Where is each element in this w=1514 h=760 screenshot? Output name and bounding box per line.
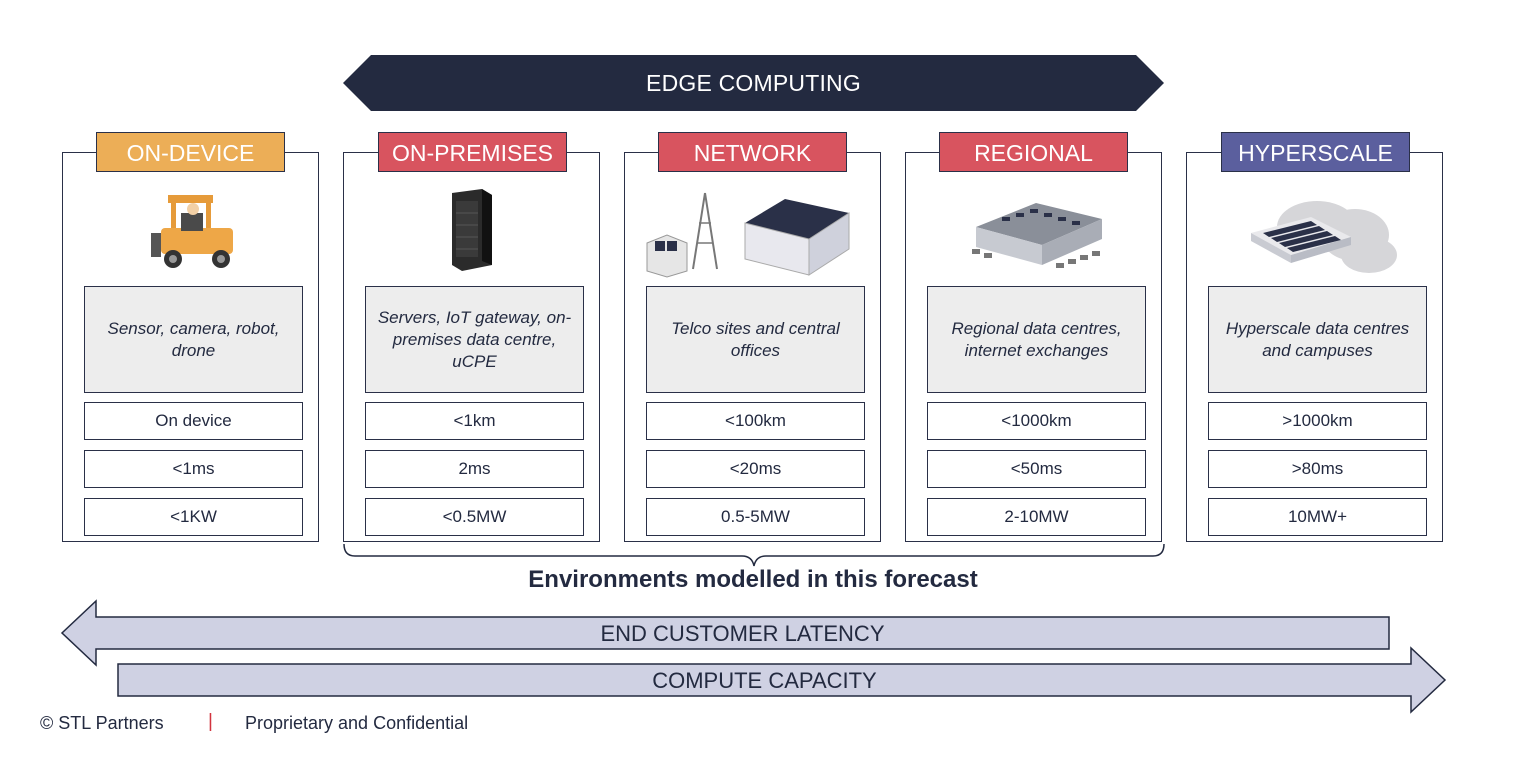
power-cell: <1KW (84, 498, 303, 536)
column-on-premises: Servers, IoT gateway, on-premises data c… (343, 152, 600, 542)
power-cell: 0.5-5MW (646, 498, 865, 536)
distance-cell: >1000km (1208, 402, 1427, 440)
tag-on-device: ON-DEVICE (96, 132, 285, 172)
column-regional: Regional data centres, internet exchange… (905, 152, 1162, 542)
forecast-bracket (343, 543, 1165, 567)
latency-cell: <50ms (927, 450, 1146, 488)
tag-on-premises: ON-PREMISES (378, 132, 567, 172)
tag-network: NETWORK (658, 132, 847, 172)
tag-hyperscale: HYPERSCALE (1221, 132, 1410, 172)
footer-separator: | (208, 711, 213, 732)
edge-computing-banner (343, 55, 1164, 111)
power-cell: 2-10MW (927, 498, 1146, 536)
regional-datacentre-icon (972, 203, 1102, 268)
distance-cell: <1km (365, 402, 584, 440)
banner-title: EDGE COMPUTING (646, 70, 861, 96)
description-box: Servers, IoT gateway, on-premises data c… (365, 286, 584, 393)
description-box: Telco sites and central offices (646, 286, 865, 393)
distance-cell: <100km (646, 402, 865, 440)
hyperscale-cloud-icon (1251, 201, 1397, 273)
description-box: Hyperscale data centres and campuses (1208, 286, 1427, 393)
power-cell: <0.5MW (365, 498, 584, 536)
forklift-robot-icon (151, 195, 233, 268)
column-hyperscale: Hyperscale data centres and campuses >10… (1186, 152, 1443, 542)
latency-capacity-arrows (60, 599, 1447, 714)
distance-cell: On device (84, 402, 303, 440)
latency-cell: >80ms (1208, 450, 1427, 488)
footer-confidential: Proprietary and Confidential (245, 713, 469, 733)
power-cell: 10MW+ (1208, 498, 1427, 536)
description-box: Regional data centres, internet exchange… (927, 286, 1146, 393)
telco-tower-icon (646, 192, 850, 278)
latency-arrow-label: END CUSTOMER LATENCY (600, 621, 885, 646)
description-box: Sensor, camera, robot, drone (84, 286, 303, 393)
column-on-device: Sensor, camera, robot, drone On device <… (62, 152, 319, 542)
footer-copyright: © STL Partners (40, 713, 164, 733)
tag-regional: REGIONAL (939, 132, 1128, 172)
column-network: Telco sites and central offices <100km <… (624, 152, 881, 542)
forecast-label: Environments modelled in this forecast (528, 566, 978, 593)
latency-cell: 2ms (365, 450, 584, 488)
latency-cell: <20ms (646, 450, 865, 488)
distance-cell: <1000km (927, 402, 1146, 440)
capacity-arrow-label: COMPUTE CAPACITY (652, 668, 877, 693)
server-rack-icon (452, 189, 492, 271)
latency-cell: <1ms (84, 450, 303, 488)
